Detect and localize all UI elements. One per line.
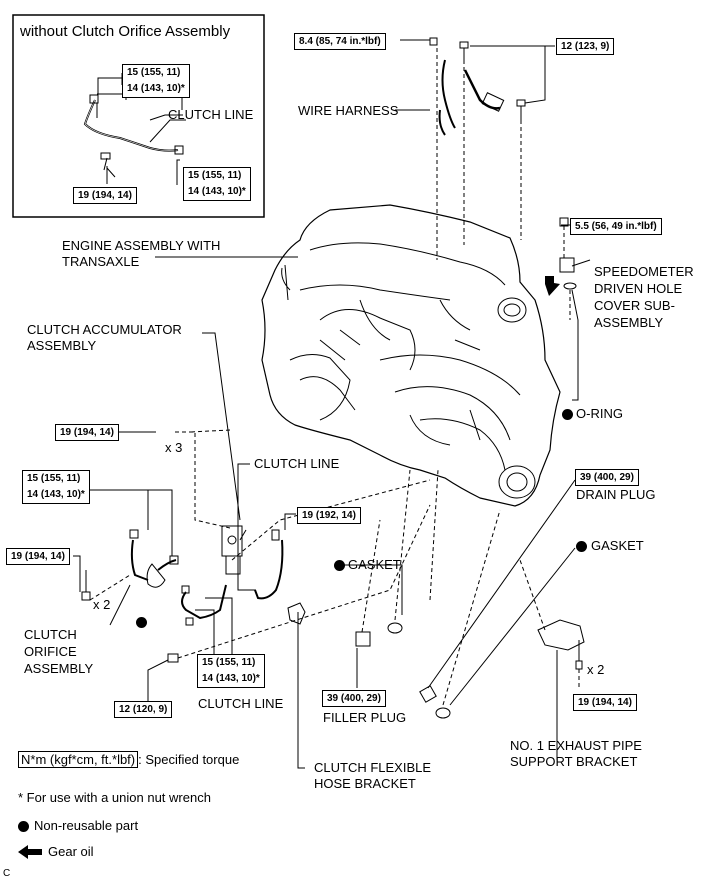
line-bolt-torque-box: 12 (120, 9) xyxy=(114,701,173,718)
exhaust-bracket-label: NO. 1 EXHAUST PIPE SUPPORT BRACKET xyxy=(510,738,642,770)
exhaust-bolt-torque-box: 19 (194, 14) xyxy=(573,694,637,711)
gasket-label-right: GASKET xyxy=(591,538,644,553)
bracket-bolt-torque-box: 19 (192, 14) xyxy=(297,507,361,524)
harness-nut-torque-box: 8.4 (85, 74 in.*lbf) xyxy=(294,33,386,50)
orifice-label-line: ASSEMBLY xyxy=(24,661,94,676)
plugs-drawing xyxy=(356,623,450,718)
orifice-line-torque-box: 15 (155, 11) 14 (143, 10)* xyxy=(22,470,90,504)
legend-torque-text: : Specified torque xyxy=(138,752,240,767)
orifice-label-line: CLUTCH xyxy=(24,627,77,642)
gear-oil-legend-arrow-icon xyxy=(18,845,42,859)
gasket-label-left: GASKET xyxy=(348,557,401,572)
gear-oil-arrow-icon xyxy=(545,276,560,296)
engine-assembly-drawing xyxy=(262,205,560,506)
torque-value-union-nut: 14 (143, 10)* xyxy=(188,186,246,197)
clutch-line-label-bottom: CLUTCH LINE xyxy=(198,696,284,711)
filler-plug-label: FILLER PLUG xyxy=(323,710,407,725)
exhaust-bolt-qty: x 2 xyxy=(587,662,605,677)
accumulator-bolt-torque-box: 19 (194, 14) xyxy=(55,424,119,441)
non-reusable-dot-icon xyxy=(136,617,147,628)
accumulator-label-line: CLUTCH ACCUMULATOR xyxy=(27,322,182,337)
inset-title: without Clutch Orifice Assembly xyxy=(20,23,231,40)
drain-plug-torque-box: 39 (400, 29) xyxy=(575,469,639,486)
torque-value: 15 (155, 11) xyxy=(127,67,181,78)
speedo-label-line: COVER SUB- xyxy=(594,298,675,313)
speedometer-cover-label: SPEEDOMETER DRIVEN HOLE COVER SUB- ASSEM… xyxy=(594,263,694,331)
orifice-label-line: ORIFICE xyxy=(24,644,77,659)
exhaust-label-line: NO. 1 EXHAUST PIPE xyxy=(510,738,642,753)
clutch-accumulator-drawing xyxy=(222,526,246,574)
engine-label-line: ENGINE ASSEMBLY WITH xyxy=(62,238,221,253)
drain-plug-label: DRAIN PLUG xyxy=(576,487,656,502)
accumulator-label-line: ASSEMBLY xyxy=(27,338,97,353)
inset-bolt-torque-box: 19 (194, 14) xyxy=(73,187,137,204)
wire-harness-label: WIRE HARNESS xyxy=(298,103,399,118)
harness-bolt-torque-box: 12 (123, 9) xyxy=(556,38,615,55)
clutch-orifice-label: CLUTCH ORIFICE ASSEMBLY xyxy=(24,626,93,677)
o-ring-label: O-RING xyxy=(576,406,623,421)
torque-value: 15 (155, 11) xyxy=(188,170,242,181)
filler-plug-torque-box: 39 (400, 29) xyxy=(322,690,386,707)
torque-value-union-nut: 14 (143, 10)* xyxy=(27,489,85,500)
non-reusable-dot-icon xyxy=(334,560,345,571)
legend-gear-oil-text: Gear oil xyxy=(48,844,94,859)
engine-assembly-label: ENGINE ASSEMBLY WITH TRANSAXLE xyxy=(62,238,220,270)
legend-torque: N*m (kgf*cm, ft.*lbf): Specified torque xyxy=(18,751,240,768)
hose-bracket-label-line: HOSE BRACKET xyxy=(314,776,416,791)
figure-corner-code: C xyxy=(3,868,11,879)
speedo-label-line: ASSEMBLY xyxy=(594,315,664,330)
non-reusable-dot-icon xyxy=(562,409,573,420)
orifice-bolt-torque-box: 19 (194, 14) xyxy=(6,548,70,565)
inset-frame xyxy=(13,15,264,217)
inset-torque-box-lower: 15 (155, 11) 14 (143, 10)* xyxy=(183,167,251,201)
orifice-bolt-qty: x 2 xyxy=(93,597,111,612)
exhaust-label-line: SUPPORT BRACKET xyxy=(510,754,638,769)
legend-non-reusable-dot-icon xyxy=(18,821,29,832)
legend-torque-box: N*m (kgf*cm, ft.*lbf) xyxy=(18,751,139,768)
accumulator-bolt-qty: x 3 xyxy=(165,440,183,455)
wire-harness-drawing xyxy=(430,38,525,135)
non-reusable-dot-icon xyxy=(576,541,587,552)
speedo-bolt-torque-box: 5.5 (56, 49 in.*lbf) xyxy=(570,218,662,235)
inset-clutch-line-label: CLUTCH LINE xyxy=(168,107,254,122)
torque-value: 15 (155, 11) xyxy=(202,657,256,668)
legend-union-note: * For use with a union nut wrench xyxy=(18,790,211,805)
clutch-hose-bracket-label: CLUTCH FLEXIBLE HOSE BRACKET xyxy=(314,760,431,792)
hose-bracket-label-line: CLUTCH FLEXIBLE xyxy=(314,760,432,775)
clutch-accumulator-label: CLUTCH ACCUMULATOR ASSEMBLY xyxy=(27,322,182,354)
legend-non-reusable-text: Non-reusable part xyxy=(34,818,139,833)
exhaust-bracket-drawing xyxy=(538,620,584,669)
center-line-torque-box: 15 (155, 11) 14 (143, 10)* xyxy=(197,654,265,688)
clutch-orifice-drawing xyxy=(82,530,178,600)
torque-value-union-nut: 14 (143, 10)* xyxy=(202,673,260,684)
torque-value: 15 (155, 11) xyxy=(27,473,81,484)
speedo-label-line: DRIVEN HOLE xyxy=(594,281,683,296)
clutch-line-label-top: CLUTCH LINE xyxy=(254,456,340,471)
center-clutch-line-drawing xyxy=(168,530,305,662)
speedo-label-line: SPEEDOMETER xyxy=(594,264,694,279)
torque-value-union-nut: 14 (143, 10)* xyxy=(127,83,185,94)
inset-clutch-line-drawing xyxy=(85,78,186,184)
inset-torque-box-upper: 15 (155, 11) 14 (143, 10)* xyxy=(122,64,190,98)
engine-label-line: TRANSAXLE xyxy=(62,254,140,269)
